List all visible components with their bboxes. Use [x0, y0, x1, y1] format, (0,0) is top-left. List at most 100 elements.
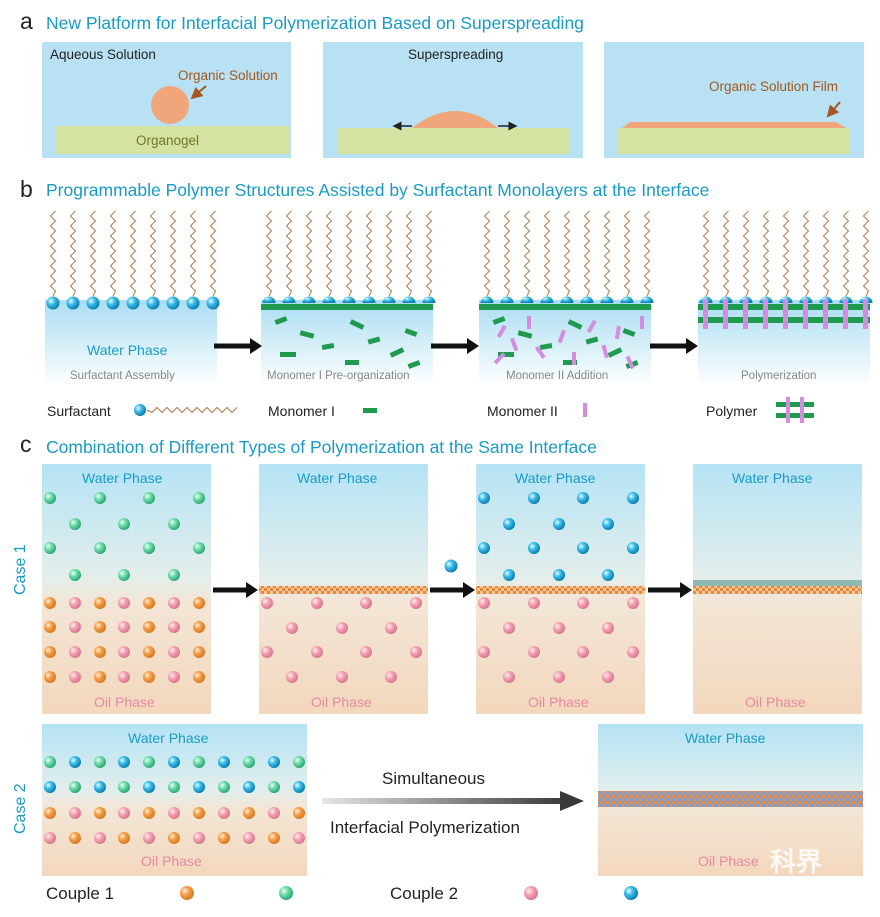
orange-monomer-bead — [193, 646, 205, 658]
surfactant-tail — [523, 210, 531, 297]
monomer2-rod — [493, 352, 506, 365]
surfactant-head — [520, 296, 534, 303]
pink-monomer-bead — [286, 622, 298, 634]
water-phase-region — [45, 300, 217, 386]
pink-monomer-bead — [478, 597, 490, 609]
water-phase-region — [479, 300, 651, 386]
blue-monomer-bead — [528, 492, 540, 504]
c1-water-1: Water Phase — [82, 470, 163, 486]
monomer2-rod — [625, 355, 635, 370]
surfactant-head — [106, 296, 120, 310]
case-2-label: Case 2 — [12, 783, 29, 834]
blue-monomer-bead — [577, 542, 589, 554]
orange-monomer-bead — [143, 807, 155, 819]
green-monomer-bead — [69, 781, 81, 793]
c1-oil-1: Oil Phase — [94, 694, 155, 710]
pink-monomer-bead — [602, 622, 614, 634]
monomer1-layer — [261, 304, 433, 310]
polymer-link — [783, 299, 788, 329]
surfactant-head — [262, 296, 276, 303]
green-monomer-bead — [168, 569, 180, 581]
surfactant-tail — [189, 210, 197, 297]
green-monomer-bead — [94, 492, 106, 504]
surfactant-tail — [325, 210, 333, 297]
monomer1-rod — [280, 352, 296, 357]
surfactant-tail — [722, 210, 730, 297]
process-arrow-head — [680, 582, 692, 598]
monomer1-rod — [407, 360, 421, 369]
pink-monomer-bead — [69, 597, 81, 609]
pink-monomer-bead — [577, 646, 589, 658]
composite-film — [598, 791, 863, 807]
blue-monomer-bead — [218, 756, 230, 768]
pink-monomer-bead — [360, 597, 372, 609]
green-monomer-bead — [143, 756, 155, 768]
panel-a-box-2 — [323, 42, 583, 158]
polymer-link — [703, 299, 708, 329]
orange-monomer-bead — [44, 597, 56, 609]
simultaneous-arrow — [322, 798, 564, 804]
surfactant-head — [302, 296, 316, 303]
surfactant-head — [146, 296, 160, 310]
surfactant-tail — [483, 210, 491, 297]
green-monomer-bead — [143, 542, 155, 554]
green-monomer-bead — [94, 756, 106, 768]
polymer-link — [763, 299, 768, 329]
c2-oil-2: Oil Phase — [698, 853, 759, 869]
blue-monomer-bead — [627, 492, 639, 504]
legend-polymer-icon — [786, 397, 790, 423]
blue-monomer-bead — [553, 518, 565, 530]
monomer1-rod — [492, 316, 506, 325]
legend-surfactant-head — [134, 404, 146, 416]
pink-monomer-bead — [385, 622, 397, 634]
surfactant-head — [362, 296, 376, 303]
orange-monomer-bead — [143, 671, 155, 683]
pink-monomer-bead — [410, 597, 422, 609]
blue-monomer-bead — [44, 781, 56, 793]
interface-film — [693, 586, 862, 594]
superspreading-label: Superspreading — [408, 47, 504, 62]
pink-monomer-bead — [627, 646, 639, 658]
c2-oil-1: Oil Phase — [141, 853, 202, 869]
surfactant-tail — [305, 210, 313, 297]
surfactant-tail — [822, 210, 830, 297]
step-label-1: Surfactant Assembly — [70, 370, 175, 382]
c2-water-2: Water Phase — [685, 730, 766, 746]
green-monomer-bead — [193, 492, 205, 504]
blue-monomer-bead — [503, 569, 515, 581]
panel-c-title: Combination of Different Types of Polyme… — [46, 437, 597, 457]
blue-monomer-bead — [193, 781, 205, 793]
surfactant-tail — [762, 210, 770, 297]
pink-monomer-bead — [69, 671, 81, 683]
pink-monomer-bead — [218, 807, 230, 819]
monomer1-rod — [585, 336, 599, 345]
surfactant-head — [580, 296, 594, 303]
surfactant-head — [382, 296, 396, 303]
green-monomer-bead — [69, 569, 81, 581]
surfactant-tail — [365, 210, 373, 297]
organogel-slab — [56, 126, 289, 154]
blue-monomer-bead — [602, 569, 614, 581]
water-phase-label-b: Water Phase — [87, 342, 168, 358]
orange-monomer-bead — [44, 646, 56, 658]
blue-monomer-bead — [444, 559, 458, 573]
surfactant-head — [422, 296, 436, 303]
green-monomer-bead — [168, 518, 180, 530]
pink-monomer-bead — [118, 671, 130, 683]
green-monomer-bead — [168, 781, 180, 793]
aqueous-solution-label: Aqueous Solution — [50, 47, 156, 62]
orange-monomer-bead — [193, 621, 205, 633]
legend-polymer-icon — [800, 397, 804, 423]
pink-monomer-bead — [528, 646, 540, 658]
surfactant-head — [402, 296, 416, 303]
pink-monomer-bead — [168, 597, 180, 609]
monomer1-rod — [321, 342, 335, 351]
green-monomer-bead — [118, 569, 130, 581]
orange-monomer-bead — [218, 832, 230, 844]
legend-polymer-label: Polymer — [706, 403, 758, 419]
polymer-film-top — [693, 580, 862, 586]
pink-monomer-bead — [360, 646, 372, 658]
surfactant-tail — [425, 210, 433, 297]
pink-monomer-bead — [503, 622, 515, 634]
